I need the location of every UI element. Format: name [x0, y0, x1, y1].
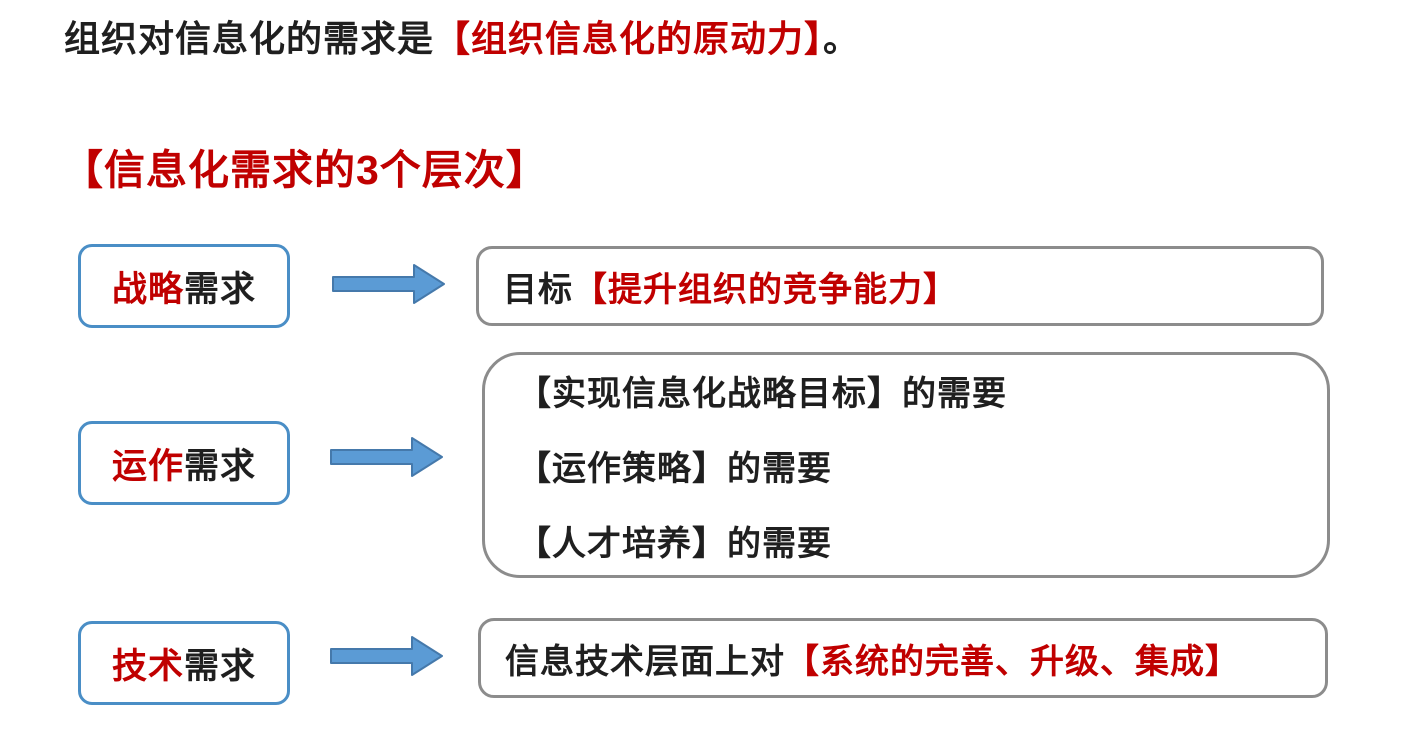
intro-prefix: 组织对信息化的需求是: [64, 18, 435, 59]
operation-line-3: 【人才培养】的需要: [517, 524, 832, 563]
label-technology-rest: 需求: [184, 646, 257, 686]
operation-line-1: 【实现信息化战略目标】的需要: [517, 374, 1007, 413]
content-box-strategy: 目标【提升组织的竞争能力】: [476, 246, 1324, 326]
operation-line-2: 【运作策略】的需要: [517, 449, 832, 488]
content-strategy-prefix: 目标: [503, 270, 573, 309]
label-box-strategy: 战略需求: [78, 244, 290, 328]
content-strategy-highlight: 【提升组织的竞争能力】: [573, 270, 958, 309]
intro-sentence: 组织对信息化的需求是【组织信息化的原动力】。: [64, 10, 860, 62]
content-box-technology: 信息技术层面上对【系统的完善、升级、集成】: [478, 618, 1328, 698]
content-box-operation: 【实现信息化战略目标】的需要 【运作策略】的需要 【人才培养】的需要: [482, 352, 1330, 578]
label-operation-rest: 需求: [184, 446, 257, 486]
label-technology-highlight: 技术: [111, 646, 184, 686]
content-technology-prefix: 信息技术层面上对: [505, 642, 785, 681]
right-arrow-icon: [330, 437, 443, 477]
right-arrow-icon: [330, 636, 443, 676]
label-operation-highlight: 运作: [111, 446, 184, 486]
section-heading: 【信息化需求的3个层次】: [62, 147, 548, 193]
label-box-technology: 技术需求: [78, 621, 290, 705]
right-arrow-icon: [332, 264, 445, 304]
label-box-operation: 运作需求: [78, 421, 290, 505]
intro-highlight: 【组织信息化的原动力】: [434, 18, 824, 59]
label-strategy-rest: 需求: [184, 269, 257, 309]
intro-period: 。: [823, 18, 861, 59]
label-strategy-highlight: 战略: [111, 269, 184, 309]
content-technology-highlight: 【系统的完善、升级、集成】: [785, 642, 1240, 681]
